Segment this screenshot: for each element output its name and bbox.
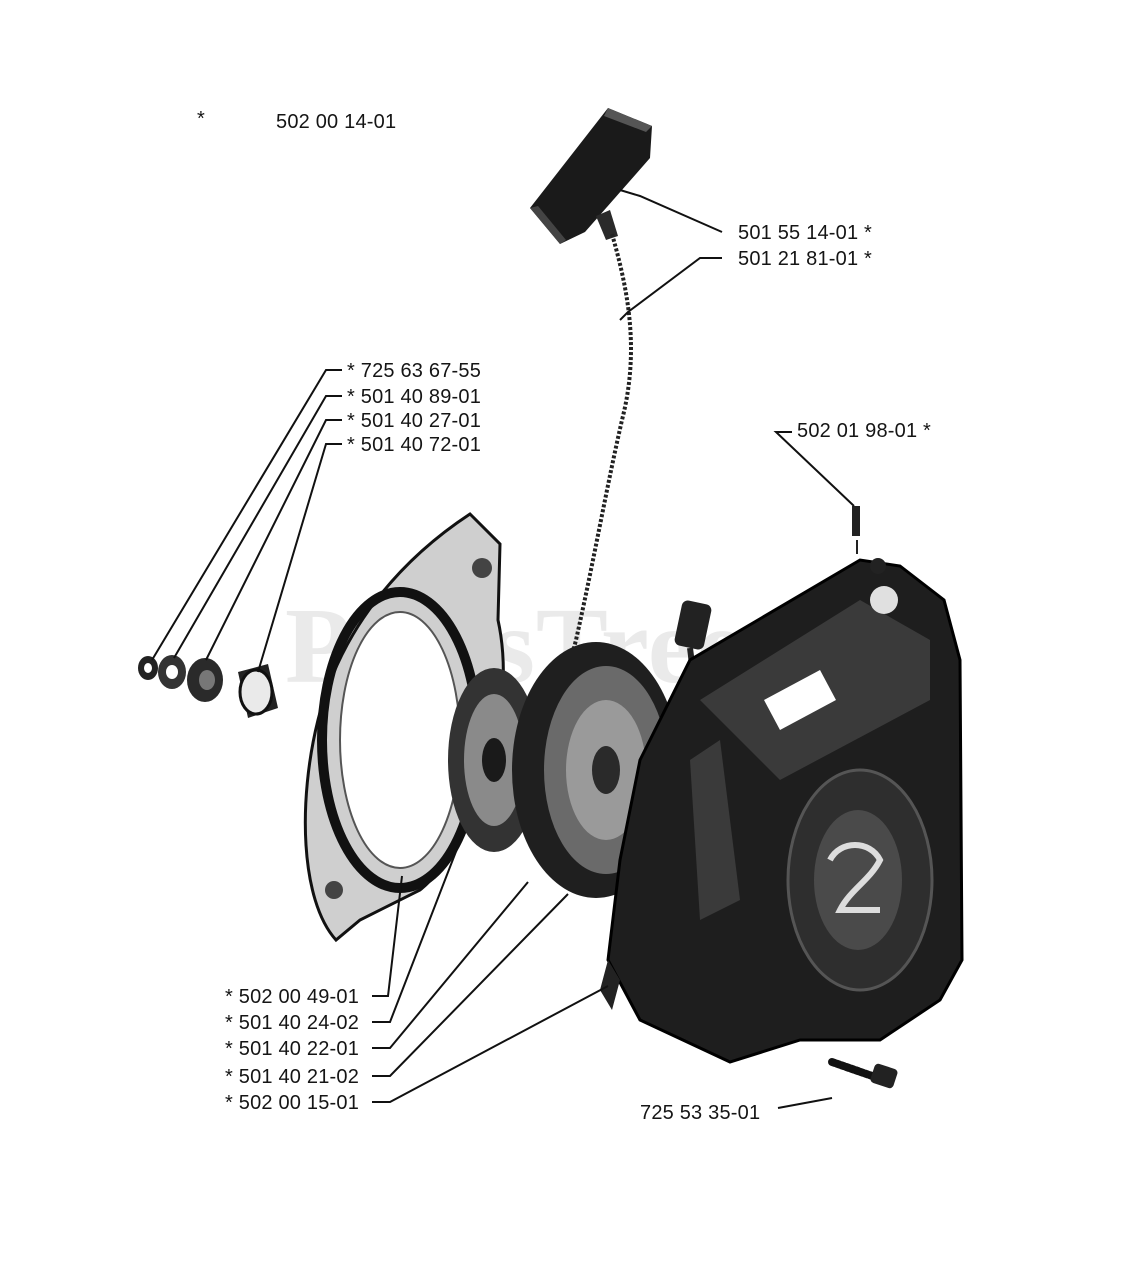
- part-label-502-01-98-01: 502 01 98-01 *: [797, 420, 932, 442]
- part-label-502-00-49-01: * 502 00 49-01: [225, 986, 360, 1008]
- spring-cassette: [512, 642, 680, 898]
- part-label-501-40-89-01: * 501 40 89-01: [347, 386, 482, 408]
- washer-set: [138, 655, 278, 718]
- part-label-501-40-22-01: * 501 40 22-01: [225, 1038, 360, 1060]
- part-label-501-40-27-01: * 501 40 27-01: [347, 410, 482, 432]
- starter-cover: [600, 558, 964, 1064]
- part-label-501-55-14-01: 501 55 14-01 *: [738, 222, 873, 244]
- part-label-725-63-67-55: * 725 63 67-55: [347, 360, 482, 382]
- part-label-502-00-15-01: * 502 00 15-01: [225, 1092, 360, 1114]
- part-label-501-40-21-02: * 501 40 21-02: [225, 1066, 360, 1088]
- part-label-725-53-35-01: 725 53 35-01: [640, 1102, 761, 1124]
- part-label-501-21-81-01: 501 21 81-01 *: [738, 248, 873, 270]
- part-label-502-00-14-01: 502 00 14-01: [276, 111, 397, 133]
- screw-pin: [852, 506, 860, 554]
- part-label-501-40-72-01: * 501 40 72-01: [347, 434, 482, 456]
- leader-lines: [151, 189, 855, 1109]
- cover-screw: [828, 1058, 898, 1089]
- starter-handle: [530, 108, 652, 244]
- top-star-marker: *: [197, 108, 205, 130]
- part-label-501-40-24-02: * 501 40 24-02: [225, 1012, 360, 1034]
